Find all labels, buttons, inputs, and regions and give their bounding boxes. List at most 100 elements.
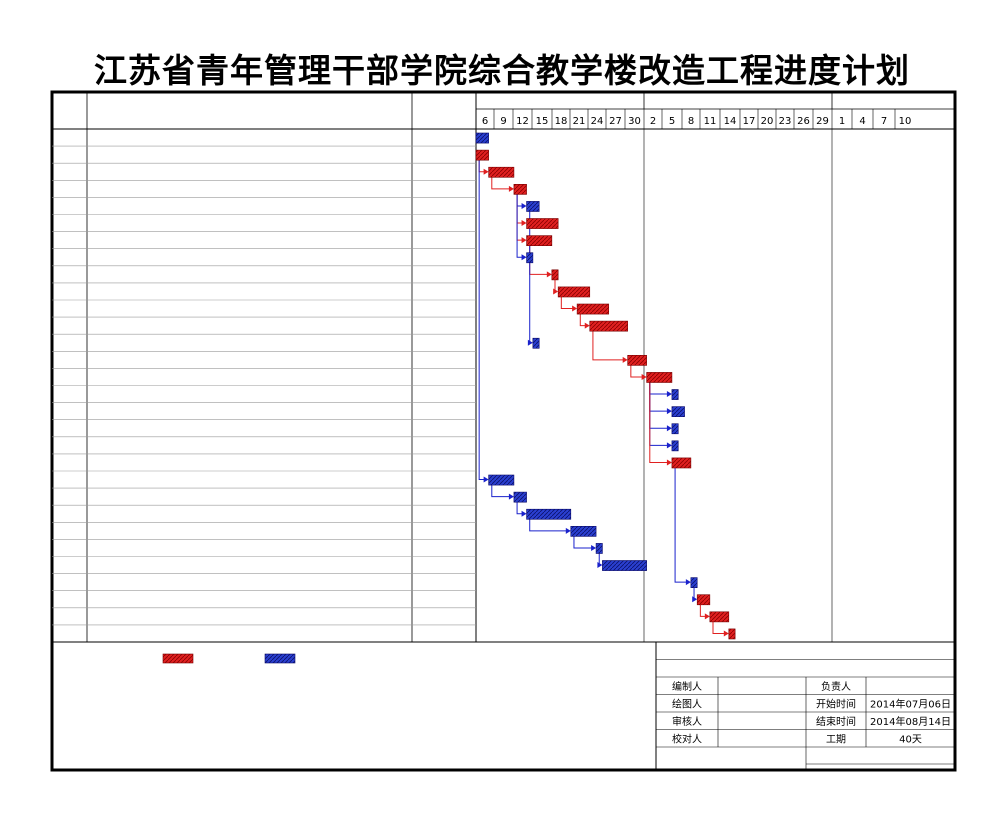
dependency-arrow	[553, 288, 559, 295]
day-tick-label: 26	[797, 116, 810, 127]
normal-task-bar	[526, 508, 572, 520]
info-cell: 审核人	[672, 715, 702, 728]
normal-task-bar	[690, 577, 698, 588]
dependency-connector	[649, 381, 670, 412]
dependency-arrow	[521, 510, 527, 517]
day-tick-label: 18	[555, 116, 568, 127]
dependency-arrow	[521, 237, 527, 244]
critical-task-bar	[475, 149, 489, 161]
dependency-connector	[529, 210, 531, 344]
critical-task-bar	[671, 457, 692, 469]
info-cell: 结束时间	[816, 715, 856, 728]
dependency-arrow	[546, 271, 552, 278]
dependency-arrow	[666, 408, 672, 415]
day-tick-label: 1	[839, 116, 845, 127]
dependency-arrow	[622, 356, 628, 363]
day-tick-label: 24	[591, 116, 604, 127]
day-tick-label: 7	[881, 116, 887, 127]
normal-task-bar	[513, 491, 527, 503]
day-tick-label: 17	[743, 116, 756, 127]
dependency-connector	[478, 158, 487, 173]
legend-critical-swatch	[162, 653, 194, 664]
dependency-arrow	[572, 305, 578, 312]
critical-task-bar	[513, 184, 527, 195]
normal-task-bar	[526, 252, 534, 264]
dependency-arrow	[521, 220, 527, 227]
critical-task-bar	[526, 235, 553, 247]
chart-frame	[50, 90, 957, 772]
dependency-connector	[674, 466, 689, 583]
critical-task-bar	[589, 320, 628, 332]
day-tick-label: 23	[779, 116, 792, 127]
page-title: 江苏省青年管理干部学院综合教学楼改造工程进度计划	[94, 51, 910, 90]
dependency-connector	[491, 176, 512, 190]
dependency-connector	[516, 193, 525, 224]
day-tick-label: 8	[688, 116, 694, 127]
critical-task-bar	[709, 611, 730, 623]
day-tick-label: 10	[899, 116, 912, 127]
critical-task-bar	[488, 166, 515, 178]
dependency-connector	[573, 535, 595, 549]
dependency-arrow	[508, 493, 514, 500]
dependency-connector	[516, 193, 525, 241]
normal-task-bar	[526, 201, 540, 212]
dependency-connector	[592, 329, 626, 361]
day-tick-label: 6	[482, 116, 488, 127]
normal-task-bar	[475, 132, 489, 144]
dependency-arrow	[666, 459, 672, 466]
day-tick-label: 2	[650, 116, 656, 127]
normal-task-bar	[671, 423, 679, 435]
critical-task-bar	[576, 303, 610, 315]
dependency-connector	[516, 193, 525, 207]
info-cell: 40天	[899, 735, 922, 746]
dependency-arrow	[483, 476, 489, 483]
dependency-arrow	[692, 596, 698, 603]
dependency-connector	[529, 518, 569, 532]
day-tick-label: 20	[761, 116, 774, 127]
dependency-connector	[649, 381, 670, 429]
normal-task-bar	[671, 389, 679, 400]
info-cell: 绘图人	[672, 698, 702, 711]
dependency-connector	[516, 500, 525, 515]
day-tick-label: 29	[816, 116, 829, 127]
critical-task-bar	[627, 354, 647, 366]
dependency-connector	[560, 295, 576, 310]
dependency-arrow	[527, 339, 533, 346]
dependency-arrow	[565, 527, 571, 534]
dependency-arrow	[584, 322, 590, 329]
dependency-connector	[699, 603, 708, 617]
info-cell: 开始时间	[816, 698, 856, 711]
info-cell: 编制人	[672, 680, 702, 693]
info-cell: 校对人	[672, 733, 702, 746]
day-tick-label: 14	[724, 116, 737, 127]
critical-task-bar	[557, 286, 591, 298]
day-tick-label: 5	[669, 116, 675, 127]
normal-task-bar	[671, 406, 685, 418]
dependency-connector	[712, 620, 727, 634]
day-tick-label: 30	[628, 116, 641, 127]
day-tick-label: 4	[859, 116, 865, 127]
dependency-arrow	[521, 254, 527, 261]
dependency-arrow	[666, 442, 672, 449]
dependency-arrow	[483, 168, 489, 175]
dependency-arrow	[723, 630, 729, 637]
normal-task-bar	[602, 560, 647, 571]
normal-task-bar	[671, 440, 679, 452]
info-cell: 负责人	[821, 680, 851, 693]
day-tick-label: 21	[573, 116, 586, 127]
dependency-connector	[579, 312, 588, 327]
normal-task-bar	[570, 525, 597, 537]
dependency-arrow	[641, 373, 647, 380]
normal-task-bar	[488, 474, 515, 486]
day-tick-label: 15	[536, 116, 549, 127]
info-cell: 工期	[826, 734, 846, 746]
dependency-arrow	[597, 562, 603, 569]
dependency-arrow	[521, 202, 527, 209]
normal-task-bar	[532, 337, 540, 349]
dependency-arrow	[508, 185, 514, 192]
day-tick-label: 27	[609, 116, 622, 127]
dependency-connector	[516, 193, 525, 258]
dependency-connector	[693, 586, 696, 600]
day-tick-label: 11	[704, 116, 717, 127]
day-tick-label: 9	[500, 116, 506, 127]
